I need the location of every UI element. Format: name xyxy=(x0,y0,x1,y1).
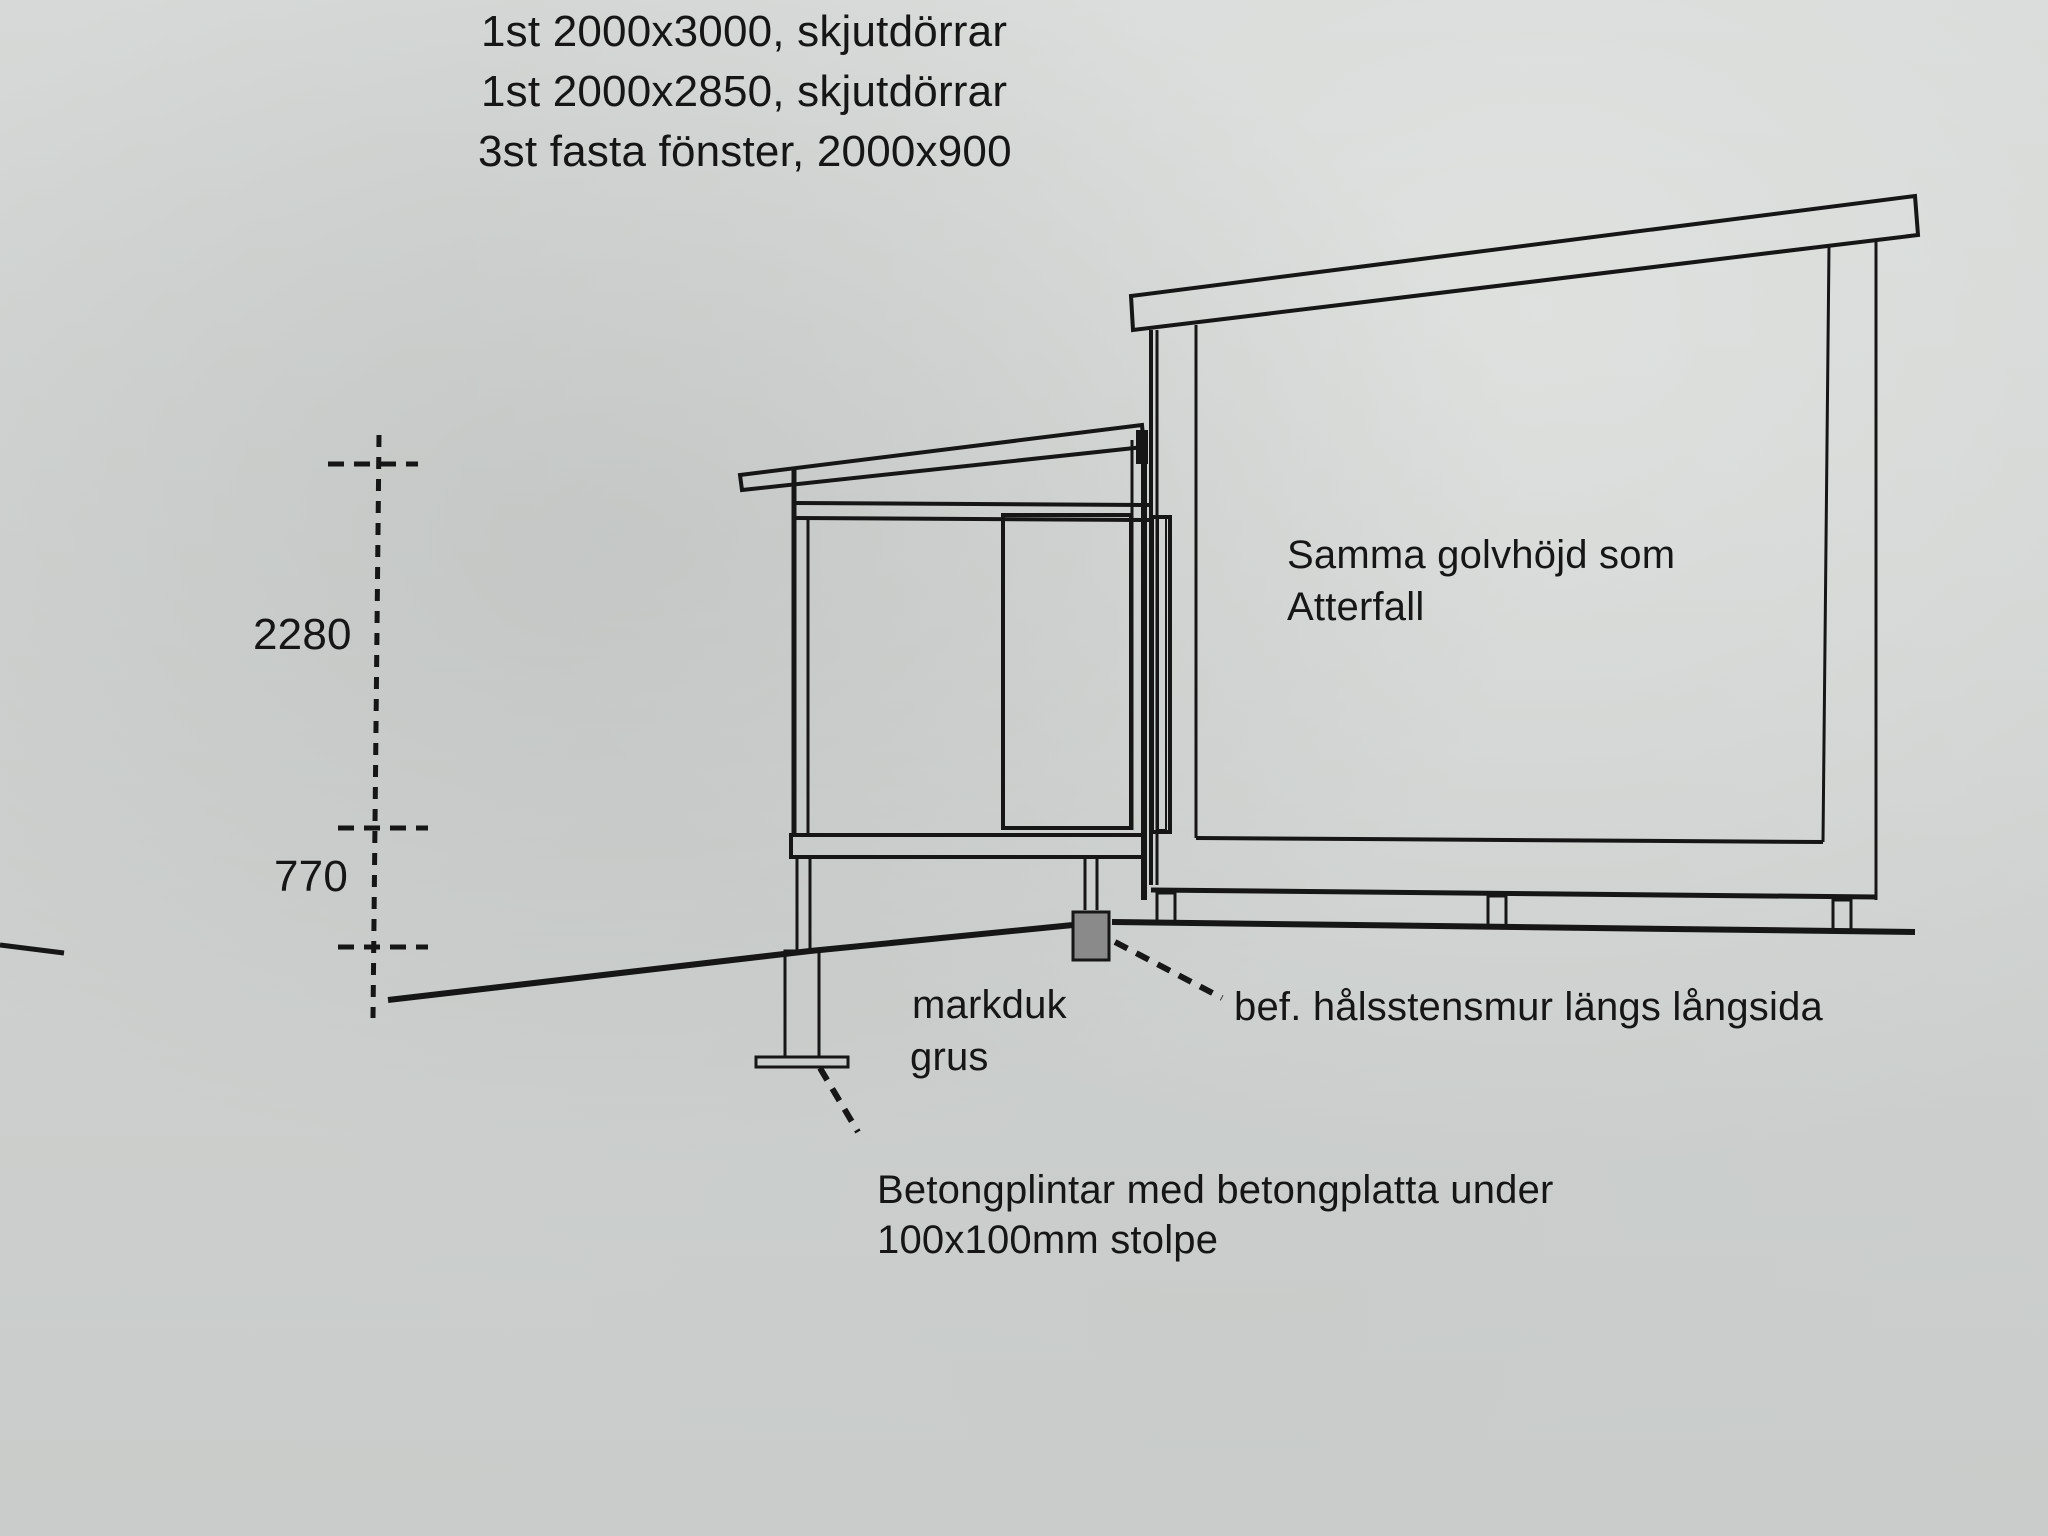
concrete-plinth xyxy=(783,949,821,1059)
floor-height-note-line-2: Atterfall xyxy=(1287,585,1425,629)
spec-line-3: 3st fasta fönster, 2000x900 xyxy=(478,127,1012,176)
label-halsstensmur: bef. hålsstensmur längs långsida xyxy=(1234,985,1823,1029)
spec-line-1: 1st 2000x3000, skjutdörrar xyxy=(481,7,1008,56)
concrete-footing xyxy=(754,1055,850,1069)
ground-main xyxy=(1111,919,1916,935)
main-roof xyxy=(1128,193,1921,333)
leader-foundation-note xyxy=(817,1066,861,1134)
ground-left-edge xyxy=(0,942,65,956)
spec-line-2: 1st 2000x2850, skjutdörrar xyxy=(481,67,1008,116)
halsstensmur-block xyxy=(1071,910,1111,962)
label-grus: grus xyxy=(910,1035,989,1079)
main-wall-right-inner xyxy=(1821,245,1831,843)
dimension-line xyxy=(370,434,382,1019)
label-markduk: markduk xyxy=(912,983,1067,1027)
sleeper-1 xyxy=(1155,891,1177,925)
sleeper-3 xyxy=(1831,898,1853,932)
dimension-770: 770 xyxy=(274,852,349,901)
foundation-note-line-2: 100x100mm stolpe xyxy=(877,1218,1219,1262)
sliding-door xyxy=(1001,513,1133,830)
leader-wall-note xyxy=(1113,939,1224,1001)
floor-height-note-line-1: Samma golvhöjd som xyxy=(1287,533,1676,577)
dimension-2280: 2280 xyxy=(253,610,352,659)
porch-roof xyxy=(737,422,1147,493)
main-floor-bottom xyxy=(1150,887,1877,900)
sleeper-2 xyxy=(1486,894,1508,928)
porch-deck xyxy=(789,833,1145,859)
foundation-note-line-1: Betongplintar med betongplatta under xyxy=(877,1168,1554,1212)
